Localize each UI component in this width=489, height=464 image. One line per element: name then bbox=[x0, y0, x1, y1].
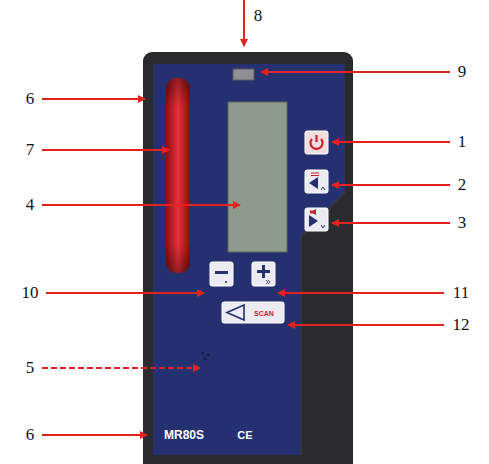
callout-number: 3 bbox=[458, 213, 467, 233]
callout-number: 6 bbox=[26, 425, 35, 445]
callout-number: 7 bbox=[26, 140, 35, 160]
callout-number: 2 bbox=[458, 175, 467, 195]
ce-mark: CE bbox=[237, 429, 252, 441]
callout-number: 11 bbox=[453, 283, 469, 303]
power-button bbox=[305, 131, 328, 154]
front-panel bbox=[153, 64, 345, 455]
callout-number: 4 bbox=[26, 195, 35, 215]
callout-number: 8 bbox=[254, 6, 263, 26]
callout-number: 5 bbox=[26, 358, 35, 378]
callout-number: 12 bbox=[453, 315, 470, 335]
detection-window bbox=[166, 78, 190, 273]
callout-arrows bbox=[42, 0, 450, 435]
minus-button bbox=[210, 262, 233, 286]
scan-button bbox=[222, 302, 284, 323]
volume-button bbox=[305, 208, 328, 231]
callout-number: 9 bbox=[458, 62, 467, 82]
speaker-holes bbox=[202, 352, 210, 361]
button-label: SCAN bbox=[254, 309, 274, 316]
sensitivity-button bbox=[305, 170, 328, 193]
callout-number: 1 bbox=[458, 132, 467, 152]
model-name: MR80S bbox=[164, 428, 204, 442]
lcd-display bbox=[228, 102, 287, 252]
callout-number: 6 bbox=[26, 89, 35, 109]
led-indicator bbox=[233, 69, 254, 80]
callout-number: 10 bbox=[22, 283, 39, 303]
plus-button bbox=[252, 262, 275, 286]
housing bbox=[143, 52, 353, 464]
